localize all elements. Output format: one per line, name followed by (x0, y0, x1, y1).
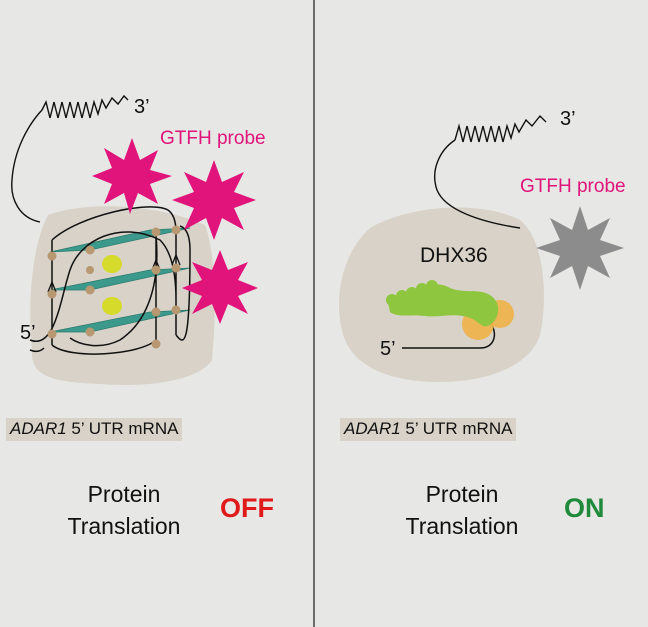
right-rna-5prime-strand (402, 324, 496, 349)
left-caption-gene: ADAR1 (10, 419, 67, 438)
right-helicase-label: DHX36 (420, 244, 488, 267)
right-probe-label: GTFH probe (520, 176, 626, 197)
probe-star-inactive (536, 206, 624, 290)
left-5prime-label: 5’ (20, 322, 36, 344)
probe-star-1 (92, 138, 172, 214)
right-translation-label: Protein Translation (394, 478, 530, 542)
right-caption-gene: ADAR1 (344, 419, 401, 438)
right-3prime-label: 3’ (560, 108, 576, 130)
right-rna-3prime-tail (434, 114, 547, 229)
right-translation-line2: Translation (405, 513, 519, 539)
left-rna-3prime-tail (11, 94, 129, 223)
strand-arrow-1 (47, 280, 57, 293)
right-state-label: ON (564, 493, 605, 523)
left-state-label: OFF (220, 493, 274, 523)
helicase-dhx36 (386, 280, 514, 340)
left-translation-label: Protein Translation (56, 478, 192, 542)
strand-arrow-3 (171, 253, 181, 266)
right-translation-line1: Protein (425, 481, 499, 507)
left-caption-rest: 5’ UTR mRNA (66, 419, 179, 438)
right-5prime-label: 5’ (380, 338, 396, 360)
left-probe-label: GTFH probe (160, 128, 266, 149)
guanine-beads (47, 225, 181, 349)
probe-star-2 (172, 160, 256, 240)
left-translation-line2: Translation (67, 513, 181, 539)
right-caption: ADAR1 5’ UTR mRNA (340, 418, 517, 441)
right-caption-rest: 5’ UTR mRNA (400, 419, 513, 438)
cation-lower (102, 297, 122, 315)
left-caption: ADAR1 5’ UTR mRNA (6, 418, 183, 441)
left-translation-line1: Protein (87, 481, 161, 507)
left-3prime-label: 3’ (134, 96, 150, 118)
cation-upper (102, 255, 122, 273)
probe-star-3 (182, 250, 258, 324)
g-quadruplex (29, 206, 191, 355)
